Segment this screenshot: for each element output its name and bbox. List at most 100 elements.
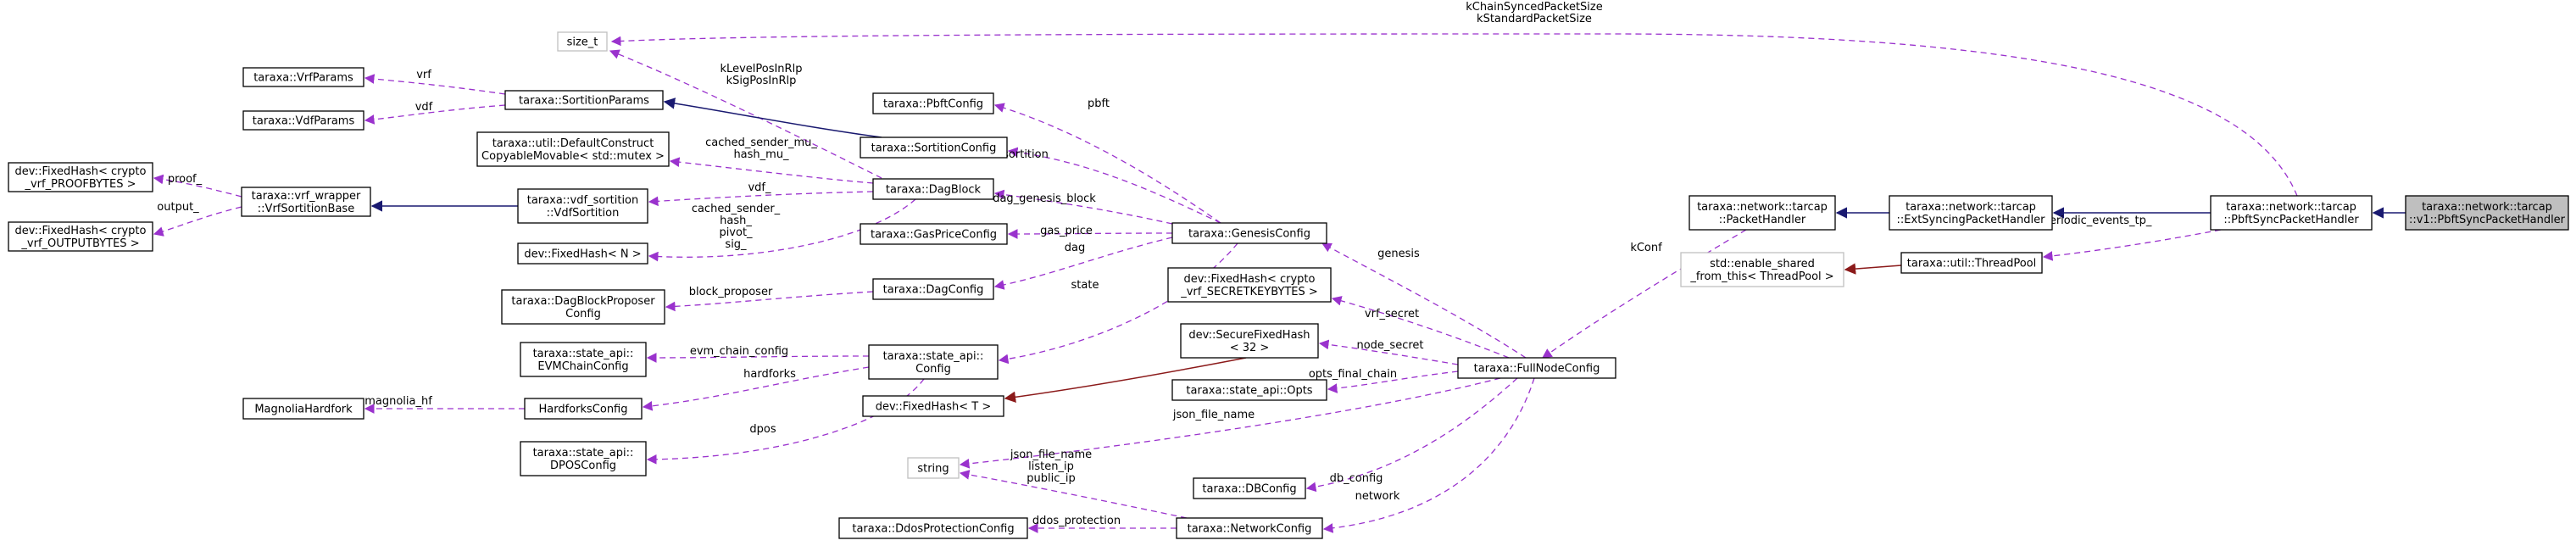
edge-label: public_ip (1027, 472, 1075, 485)
node-box (504, 90, 664, 110)
node-label: Config (915, 363, 951, 376)
node-sortition-params[interactable]: taraxa::SortitionParams (504, 90, 664, 110)
node-label: _from_this< ThreadPool > (1689, 270, 1833, 283)
node-enable-shared[interactable]: std::enable_shared_from_this< ThreadPool… (1680, 252, 1844, 287)
node-box (1193, 477, 1306, 499)
edge-line (1004, 357, 1247, 404)
edge-label: block_proposer (689, 286, 773, 298)
node-magnolia-hardfork[interactable]: MagnoliaHardfork (242, 398, 364, 420)
node-evmchain-config[interactable]: taraxa::state_api::EVMChainConfig (520, 342, 647, 377)
node-pbft-sync-packet-handler[interactable]: taraxa::network::tarcap::PbftSyncPacketH… (2210, 195, 2373, 231)
edge-line (665, 291, 874, 312)
node-label: < 32 > (1230, 342, 1270, 354)
edge-line (364, 74, 506, 95)
node-box (517, 242, 648, 265)
edge-line (959, 470, 1188, 519)
node-label: dev::FixedHash< N > (524, 248, 641, 261)
node-secure-fixed-hash[interactable]: dev::SecureFixedHash< 32 > (1180, 323, 1319, 359)
node-fixed-hash-t[interactable]: dev::FixedHash< T > (862, 395, 1004, 417)
edge-label: ddos_protection (1032, 515, 1121, 527)
edge-kchain: kChainSyncedPacketSizekStandardPacketSiz… (610, 1, 2298, 197)
node-label: dev::FixedHash< crypto (15, 165, 147, 178)
node-string[interactable]: string (907, 457, 960, 479)
edge-dag: dag (993, 237, 1173, 290)
node-label: taraxa::network::tarcap (1906, 201, 2036, 214)
edge-label: genesis (1377, 248, 1420, 260)
node-default-construct[interactable]: taraxa::util::DefaultConstructCopyableMo… (476, 131, 670, 167)
edge-label: periodic_events_tp_ (2043, 214, 2152, 227)
node-box (1689, 195, 1836, 231)
edge-line (959, 377, 1501, 469)
node-label: taraxa::state_api:: (533, 447, 634, 460)
edge-label: json_file_name (1172, 409, 1255, 421)
node-ext-syncing-packet-handler[interactable]: taraxa::network::tarcap::ExtSyncingPacke… (1889, 195, 2053, 231)
node-box (242, 110, 364, 131)
edge-line (1327, 370, 1459, 393)
node-label: ::VdfSortition (547, 207, 620, 220)
node-box (520, 342, 647, 377)
edge-genesis: genesis (1321, 242, 1527, 359)
edge-label: vrf (416, 69, 431, 81)
edge-sortition: sortition (1003, 147, 1221, 224)
node-vdf-params[interactable]: taraxa::VdfParams (242, 110, 364, 131)
node-box (1167, 267, 1332, 303)
node-dposconfig[interactable]: taraxa::state_api::DPOSConfig (520, 441, 647, 476)
node-fixed-hash-secret-key[interactable]: dev::FixedHash< crypto_vrf_SECRETKEYBYTE… (1167, 267, 1332, 303)
node-v1pbft-sync-packet-handler[interactable]: taraxa::network::tarcap::v1::PbftSyncPac… (2405, 195, 2569, 231)
node-fixed-hash-proof[interactable]: dev::FixedHash< crypto_vrf_PROOFBYTES > (8, 162, 153, 192)
edge-periodic: periodic_events_tp_ (2043, 214, 2222, 261)
node-ddos-protection-config[interactable]: taraxa::DdosProtectionConfig (838, 517, 1028, 539)
edge-vdf-params: vdf (364, 101, 506, 125)
node-box (241, 187, 371, 217)
edge-line (1007, 147, 1221, 224)
node-box (907, 457, 960, 479)
node-box (1176, 517, 1323, 539)
edge-label: db_config (1330, 472, 1383, 485)
node-fixed-hash-output[interactable]: dev::FixedHash< crypto_vrf_OUTPUTBYTES > (8, 221, 153, 252)
node-label: taraxa::util::DefaultConstruct (492, 137, 654, 150)
node-label: dev::FixedHash< T > (876, 401, 991, 414)
edge-vrf: vrf (364, 69, 506, 95)
node-opts[interactable]: taraxa::state_api::Opts (1171, 379, 1327, 401)
node-dbconfig[interactable]: taraxa::DBConfig (1193, 477, 1306, 499)
node-vrf-params[interactable]: taraxa::VrfParams (242, 67, 364, 87)
node-thread-pool[interactable]: taraxa::util::ThreadPool (1900, 252, 2043, 274)
node-box (1457, 357, 1616, 379)
node-label: HardforksConfig (539, 404, 628, 416)
node-pbft-config[interactable]: taraxa::PbftConfig (872, 92, 994, 114)
edge-line (609, 49, 882, 179)
node-box (524, 398, 643, 420)
edge-line (1318, 339, 1459, 365)
node-vdf-sortition[interactable]: taraxa::vdf_sortition::VdfSortition (517, 188, 648, 224)
node-sortition-config[interactable]: taraxa::SortitionConfig (860, 136, 1008, 159)
node-packet-handler[interactable]: taraxa::network::tarcap::PacketHandler (1689, 195, 1836, 231)
edge-line (648, 198, 916, 262)
edge-label: pbft (1088, 98, 1110, 110)
node-network-config[interactable]: taraxa::NetworkConfig (1176, 517, 1323, 539)
node-state-api-config[interactable]: taraxa::state_api::Config (868, 344, 999, 380)
node-label: ::VrfSortitionBase (258, 203, 354, 215)
edge-label: kConf (1630, 242, 1662, 254)
node-dag-block[interactable]: taraxa::DagBlock (872, 178, 994, 200)
node-label: ::PacketHandler (1719, 214, 1806, 226)
node-gas-price-config[interactable]: taraxa::GasPriceConfig (860, 223, 1008, 245)
node-label: taraxa::VrfParams (253, 72, 353, 85)
edge-tpl-threadpool (1844, 263, 1902, 275)
node-box (476, 131, 670, 167)
node-label: DPOSConfig (550, 460, 616, 472)
node-label: ::v1::PbftSyncPacketHandler (2409, 214, 2566, 226)
edge-label: network (1355, 490, 1400, 503)
node-vrf-sortition-base[interactable]: taraxa::vrf_wrapper::VrfSortitionBase (241, 187, 371, 217)
node-hardforks-config[interactable]: HardforksConfig (524, 398, 643, 420)
edge-inh-sortparams (663, 98, 882, 138)
node-box (1171, 379, 1327, 401)
node-size_t[interactable]: size_t (557, 31, 608, 52)
node-dag-config[interactable]: taraxa::DagConfig (872, 278, 994, 300)
node-box (1171, 222, 1327, 244)
node-fixed-hash-n[interactable]: dev::FixedHash< N > (517, 242, 648, 265)
edge-line (153, 174, 242, 198)
node-full-node-config[interactable]: taraxa::FullNodeConfig (1457, 357, 1616, 379)
node-genesis-config[interactable]: taraxa::GenesisConfig (1171, 222, 1327, 244)
